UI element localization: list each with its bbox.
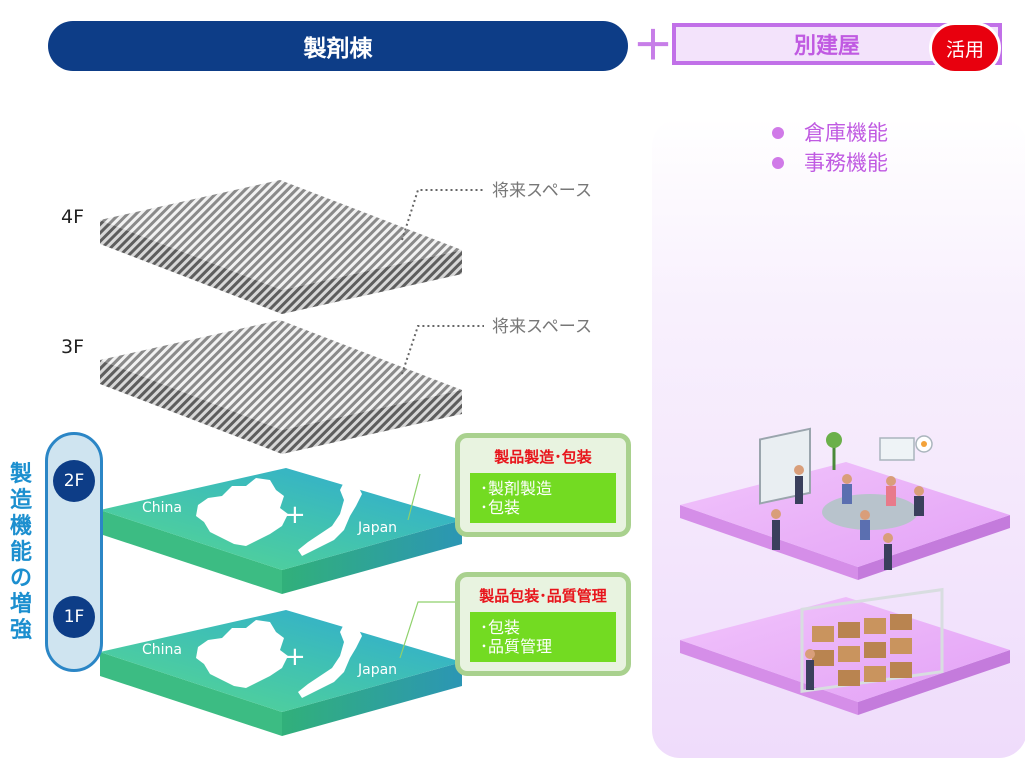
japan-label: Japan <box>358 662 398 678</box>
utilize-badge: 活用 <box>929 22 1001 74</box>
floor-2-slab <box>100 468 462 594</box>
leader-line-4f <box>401 189 484 241</box>
bullet-icon <box>772 127 784 139</box>
manufacturing-enhancement-label: 製造機能の増強 <box>9 462 32 643</box>
floor1-function-title: 製品包装･品質管理 <box>479 587 607 605</box>
function-warehouse: 倉庫機能 <box>772 118 888 148</box>
floor1-function-box: 製品包装･品質管理 ･包装 ･品質管理 <box>455 572 631 676</box>
floor-badge-2f: 2F <box>53 460 95 502</box>
china-label: China <box>142 500 182 516</box>
function-office: 事務機能 <box>772 148 888 178</box>
floor2-function-title: 製品製造･包装 <box>494 448 592 466</box>
annex-warehouse-slab <box>680 587 1010 715</box>
china-map-icon <box>196 620 288 688</box>
floor-3-slab <box>100 320 462 454</box>
badge-label: 活用 <box>945 38 984 61</box>
japan-map-icon <box>298 620 362 698</box>
annex-function-list: 倉庫機能 事務機能 <box>772 118 888 178</box>
floor-label-4f: 4F <box>61 206 85 228</box>
floor-label-3f: 3F <box>61 336 85 358</box>
future-space-4f: 将来スペース <box>492 181 592 201</box>
plus-icon: + <box>284 500 306 530</box>
floor2-function-box: 製品製造･包装 ･製剤製造 ･包装 <box>455 433 631 537</box>
future-space-3f: 将来スペース <box>492 317 592 337</box>
plus-icon: ＋ <box>633 23 673 69</box>
floor1-function-items: ･包装 ･品質管理 <box>470 612 616 662</box>
monitor-icon <box>879 437 915 461</box>
floor-badge-1f: 1F <box>53 596 95 638</box>
floor-1-slab <box>100 610 462 736</box>
plus-icon: + <box>284 642 306 672</box>
main-building-label: 製剤棟 <box>303 36 373 62</box>
annex-office-slab <box>680 427 1010 580</box>
bullet-icon <box>772 157 784 169</box>
main-building-title: 製剤棟 <box>48 21 628 71</box>
plant-icon <box>826 432 842 448</box>
person-icon <box>884 544 892 570</box>
person-icon <box>795 476 803 504</box>
shelf-icon <box>800 587 944 693</box>
person-icon <box>772 520 780 550</box>
japan-label: Japan <box>358 520 398 536</box>
leader-line-3f <box>401 325 484 375</box>
china-label: China <box>142 642 182 658</box>
leader-line-2f <box>407 473 421 521</box>
person-icon <box>806 660 814 690</box>
leader-line-1f <box>399 601 462 659</box>
japan-map-icon <box>298 478 362 556</box>
floor2-function-items: ･製剤製造 ･包装 <box>470 473 616 523</box>
china-map-icon <box>196 478 288 546</box>
floor-4-slab <box>100 180 462 314</box>
annex-building-label: 別建屋 <box>793 34 860 59</box>
